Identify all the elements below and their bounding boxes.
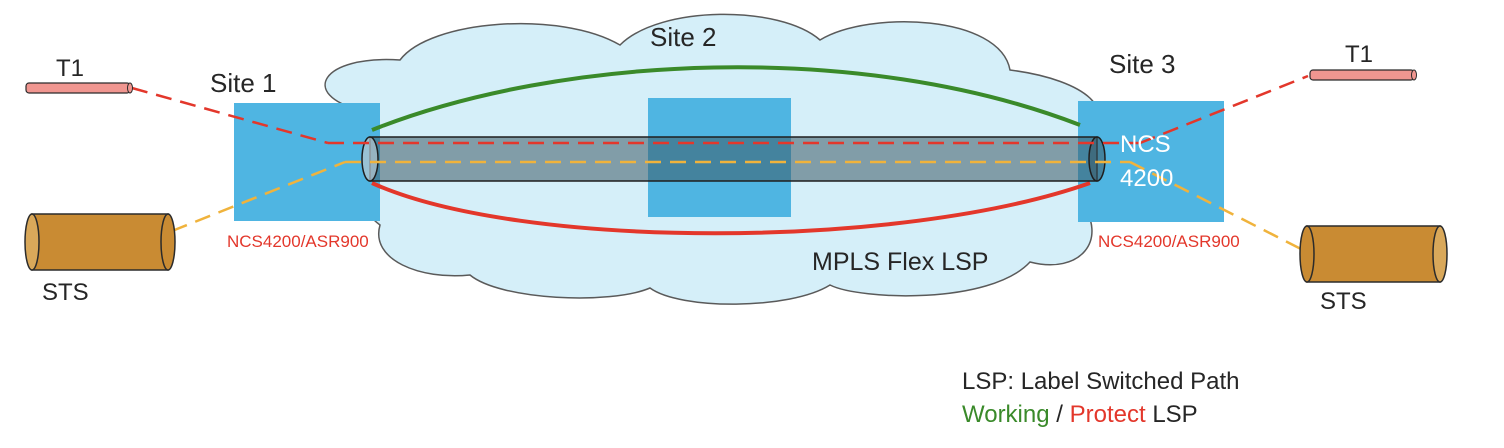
protect-path <box>371 181 1091 236</box>
site3-label: Site 3 <box>1109 49 1176 79</box>
t1-right-bar <box>1309 69 1417 81</box>
lsp-tunnel <box>361 136 1106 182</box>
tunnel-left-cap <box>361 136 379 182</box>
device-label-left: NCS4200/ASR900 <box>227 232 369 251</box>
legend-line: Working / Protect LSP <box>962 401 1198 428</box>
site1-label: Site 1 <box>210 68 277 98</box>
t1-left-label: T1 <box>56 55 84 82</box>
sts-circuit <box>171 160 1304 252</box>
sts-left-label: STS <box>42 279 89 306</box>
legend-working: Working <box>962 401 1050 428</box>
site3-device-line1: NCS <box>1120 131 1171 158</box>
legend-lsp: LSP <box>1152 401 1197 428</box>
site3-device-line2: 4200 <box>1120 165 1173 192</box>
legend-protect: Protect <box>1070 401 1146 428</box>
sts-left-cylinder <box>24 213 176 271</box>
t1-circuit-left-segment <box>131 86 329 145</box>
sts-right-label: STS <box>1320 288 1367 315</box>
t1-circuit <box>131 74 1309 145</box>
t1-right-label: T1 <box>1345 41 1373 68</box>
sts-circuit-right-segment <box>1129 160 1304 252</box>
t1-circuit-right-segment <box>1139 74 1309 145</box>
tunnel-body <box>369 136 1098 182</box>
working-path <box>371 65 1081 132</box>
legend-definition: LSP: Label Switched Path <box>962 368 1240 395</box>
device-label-right: NCS4200/ASR900 <box>1098 232 1240 251</box>
cloud-label: MPLS Flex LSP <box>812 248 988 276</box>
sts-circuit-left-segment <box>171 160 346 233</box>
t1-left-bar <box>25 82 133 94</box>
site2-label: Site 2 <box>650 22 717 52</box>
sts-right-cylinder <box>1299 225 1448 283</box>
legend-separator: / <box>1056 401 1063 428</box>
tunnel-right-cap <box>1088 136 1106 182</box>
